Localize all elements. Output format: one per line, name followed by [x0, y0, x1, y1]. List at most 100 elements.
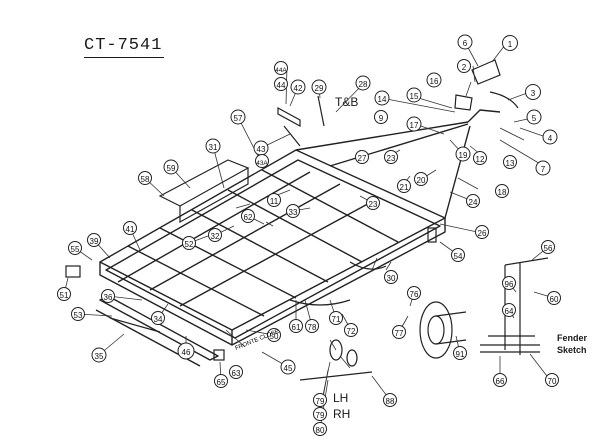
callout-number: 62	[244, 213, 253, 222]
callout-number: 29	[315, 84, 324, 93]
callout-number: 59	[167, 164, 176, 173]
callout-number: 9	[379, 114, 384, 123]
callout-number: 18	[498, 188, 507, 197]
callout-number: 80	[316, 426, 325, 435]
callout-41: 41	[123, 221, 137, 235]
callout-number: 35	[95, 352, 104, 361]
callout-76: 76	[407, 286, 421, 300]
callout-6: 6	[457, 34, 473, 50]
callout-42: 42	[290, 79, 306, 95]
callout-number: 50	[270, 332, 279, 341]
callout-19: 19	[455, 146, 471, 162]
callout-number: 56	[544, 244, 553, 253]
callout-number: 2	[462, 63, 467, 72]
tb-label: T&B	[335, 95, 359, 109]
callout-43a: 43A	[255, 154, 269, 168]
callout-number: 44A	[275, 67, 287, 74]
callout-number: 64	[505, 307, 514, 316]
callout-21: 21	[397, 179, 411, 193]
callout-1: 1	[502, 35, 518, 51]
callout-number: 88	[386, 397, 395, 406]
callout-70: 70	[545, 373, 559, 387]
callout-16: 16	[426, 72, 442, 88]
callout-number: 60	[550, 295, 559, 304]
fender-label: Fender	[557, 333, 588, 343]
callout-35: 35	[91, 347, 107, 363]
callout-9: 9	[374, 110, 388, 124]
loose-parts	[65, 59, 549, 381]
callout-78: 78	[305, 319, 319, 333]
callout-7: 7	[535, 160, 551, 176]
callout-52: 52	[182, 236, 196, 250]
callout-14: 14	[374, 90, 390, 106]
callout-number: 46	[182, 348, 191, 357]
callout-number: 5	[532, 114, 537, 123]
callout-45: 45	[280, 359, 296, 375]
callout-88: 88	[383, 393, 397, 407]
callout-number: 36	[104, 293, 113, 302]
callout-80: 80	[313, 422, 327, 436]
callout-27: 27	[355, 150, 369, 164]
callout-5: 5	[526, 109, 542, 125]
callout-79a: 79	[313, 393, 327, 407]
callout-number: 91	[456, 350, 465, 359]
callout-number: 55	[71, 245, 80, 254]
callout-number: 27	[358, 154, 367, 163]
callout-number: 33	[289, 208, 298, 217]
callout-number: 34	[154, 315, 163, 324]
callout-33: 33	[286, 204, 300, 218]
callout-44a: 44A	[274, 61, 288, 75]
callout-32: 32	[208, 228, 222, 242]
callout-61: 61	[289, 319, 303, 333]
callout-58: 58	[138, 171, 152, 185]
callout-24: 24	[466, 194, 480, 208]
callout-number: 17	[410, 121, 419, 130]
callout-number: 11	[270, 197, 279, 206]
rh-label: RH	[333, 407, 351, 421]
callout-number: 30	[387, 274, 396, 283]
callout-23a: 23	[384, 150, 398, 164]
lh-label: LH	[333, 391, 349, 405]
callout-57: 57	[230, 109, 246, 125]
callout-55: 55	[68, 241, 82, 255]
callout-number: 76	[410, 290, 419, 299]
callout-number: 43	[257, 145, 266, 154]
callout-28: 28	[355, 75, 371, 91]
callout-number: 61	[292, 323, 301, 332]
callout-51: 51	[57, 287, 71, 301]
callout-number: 72	[347, 327, 356, 336]
callout-number: 53	[74, 311, 83, 320]
callout-39: 39	[87, 233, 101, 247]
callout-number: 45	[284, 364, 293, 373]
callout-17: 17	[406, 116, 422, 132]
callout-2: 2	[457, 59, 471, 73]
callout-64: 64	[502, 303, 516, 317]
title-underline	[84, 57, 164, 58]
callout-number: 4	[548, 134, 553, 143]
callout-number: 58	[141, 175, 150, 184]
sketch-label: Sketch	[557, 345, 587, 355]
callout-71: 71	[329, 311, 343, 325]
callout-34: 34	[151, 311, 165, 325]
callout-60: 60	[547, 291, 561, 305]
callout-number: 54	[454, 252, 463, 261]
callout-12: 12	[473, 151, 487, 165]
callout-number: 57	[234, 114, 243, 123]
callout-number: 12	[476, 155, 485, 164]
callout-43: 43	[253, 140, 269, 156]
callout-number: 28	[359, 80, 368, 89]
callout-54: 54	[451, 248, 465, 262]
callout-number: 79	[316, 397, 325, 406]
callout-number: 77	[395, 329, 404, 338]
callout-20: 20	[414, 172, 428, 186]
callout-number: 39	[90, 237, 99, 246]
callout-62: 62	[241, 209, 255, 223]
callout-65: 65	[214, 374, 228, 388]
callout-number: 24	[469, 198, 478, 207]
callout-number: 15	[410, 92, 419, 101]
callout-number: 65	[217, 378, 226, 387]
callout-group: 1 2 3 4 5 6 7 9 11 12 13 14 15 16 17 18 …	[57, 34, 561, 436]
callout-number: 21	[400, 183, 409, 192]
